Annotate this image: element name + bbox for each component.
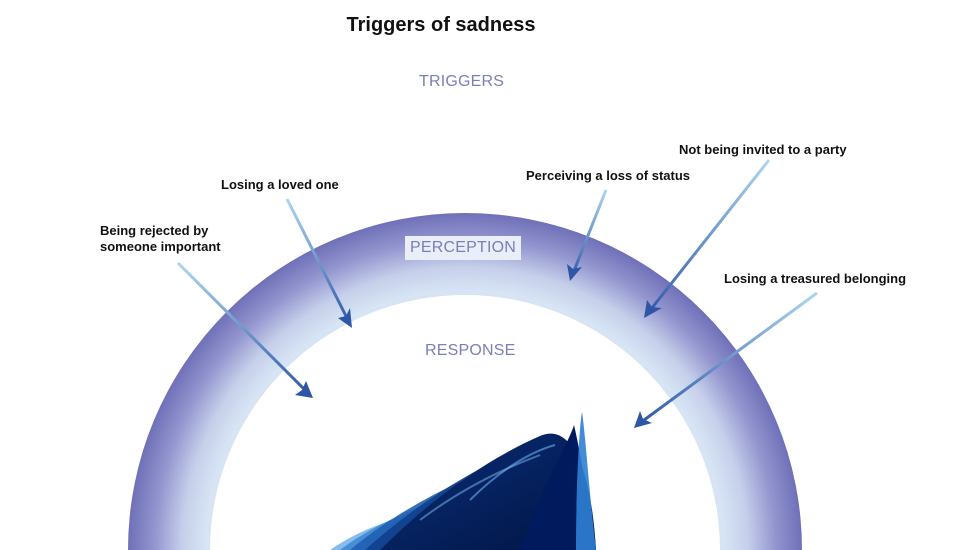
trigger-label-loved-one: Losing a loved one [221,177,339,192]
arrow-rejected [176,261,313,398]
arrow-loved-one [285,198,352,328]
arrow-belonging [634,291,818,428]
trigger-label-belonging: Losing a treasured belonging [724,271,907,286]
diagram-title: Triggers of sadness [346,14,536,36]
stage-label-response: RESPONSE [425,342,516,359]
trigger-arrows [176,159,818,428]
trigger-label-party: Not being invited to a party [679,142,847,157]
arrow-status [567,189,608,281]
arrow-party [644,159,771,318]
trigger-label-rejected: Being rejected by someone important [100,223,221,254]
trigger-label-status: Perceiving a loss of status [526,168,691,183]
perception-ring [128,213,802,550]
response-shape [330,412,596,550]
stage-label-perception: PERCEPTION [405,236,522,260]
stage-label-triggers: TRIGGERS [419,73,505,90]
